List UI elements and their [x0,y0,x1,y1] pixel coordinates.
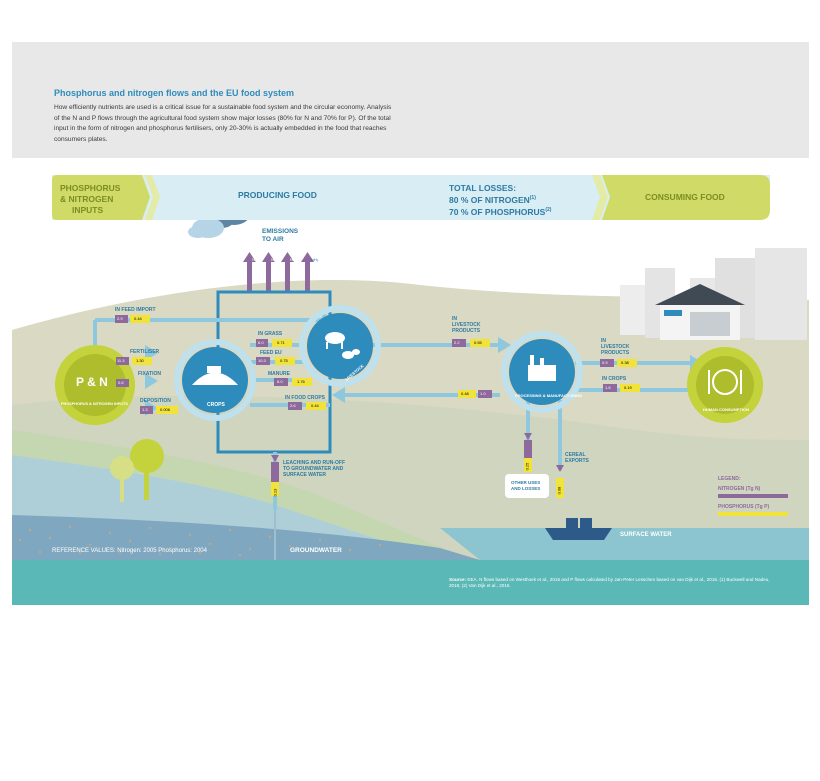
feed-eu-n: 10.3 [258,358,266,363]
inputs-line1: PHOSPHORUS [60,183,121,193]
other-uses-label: OTHER USES AND LOSSES [511,480,541,491]
processing-label: PROCESSING & MANUFACTURING [515,393,583,398]
plate-icon [708,369,742,395]
livestock-node [307,313,373,379]
emissions-line1: EMISSIONS [262,228,299,235]
page-title: Phosphorus and nitrogen flows and the EU… [54,88,295,98]
source-label: Source: [449,577,467,582]
emissions-line2: TO AIR [262,236,284,243]
feed-import-p: 0.44 [134,316,142,321]
trees-icon [110,439,164,502]
city-icon [620,248,807,340]
groundwater-dots [18,525,382,557]
inputs-chevron [52,175,150,220]
cereal-exports-label: CEREAL EXPORTS [565,452,589,464]
human-label: HUMAN CONSUMPTION [703,407,749,412]
deposition-label: DEPOSITION [140,398,171,404]
other-uses-box [505,474,549,498]
manure-p: 1.76 [297,379,305,384]
intro-paragraph: How efficiently nutrients are used is a … [54,104,392,143]
feed-import-label: IN FEED IMPORT [115,307,156,313]
food-crops-label: IN FOOD CROPS [285,395,326,401]
grass-n: 6.0 [258,340,264,345]
legend-nitrogen: NITROGEN (Tg N) [718,486,761,492]
losses-title: TOTAL LOSSES: [449,183,517,193]
human-livestock-label: IN LIVESTOCK PRODUCTS [601,338,630,356]
human-livestock-p: 0.38 [621,360,629,365]
gas-nox: NOₓ [290,257,298,262]
footer-bar [12,560,809,605]
cow-icon [325,332,360,359]
leaching-label: LEACHING AND RUN-OFF TO GROUNDWATER AND … [283,460,346,478]
livestock-products-label: IN LIVESTOCK PRODUCTS [452,316,481,334]
fertiliser-p: 1.30 [136,358,144,363]
consuming-label: CONSUMING FOOD [645,192,725,202]
human-crops-label: IN CROPS [602,376,627,382]
pn-ring-label: PHOSPHORUS & NITROGEN INPUTS [61,402,128,406]
grass-label: IN GRASS [258,331,283,337]
groundwater-area [12,515,480,560]
gas-n2: N₂ [252,257,257,262]
leaching-p: 0.13 [272,488,278,497]
food-crops-n: 2.6 [290,403,296,408]
crops-label: CROPS [207,402,225,408]
header-panel [12,42,809,158]
feed-eu-p: 0.75 [280,358,288,363]
surface-water-label: SURFACE WATER [620,532,672,538]
fixation-n: 0.6 [118,380,124,385]
producing-label: PRODUCING FOOD [238,190,317,200]
losses-phosphorus: 70 % OF PHOSPHORUS [449,206,546,217]
fixation-label: FIXATION [138,371,161,377]
legend-phosphorus: PHOSPHORUS (Tg P) [718,504,770,510]
deposition-p: 0.006 [160,407,171,412]
factory-icon [528,355,556,381]
other-uses-p: 0.25 [524,462,530,471]
process-band [52,175,770,220]
surface-water [440,528,809,560]
ship-icon [545,518,612,540]
source-text: EEA. N flows based on Westhoek et al., 2… [449,577,770,588]
cereal-exports-p: 0.08 [556,486,562,495]
losses-nitrogen: 80 % OF NITROGEN [449,194,530,205]
diagram [12,175,809,605]
manure-label: MANURE [268,371,290,377]
legend-title: LEGEND: [718,476,741,482]
inputs-line3: INPUTS [72,205,104,215]
human-crops-n: 1.8 [605,385,611,390]
manure-n: 8.0 [277,379,283,384]
gas-nh3: NH₃ [311,257,319,262]
value-tags [115,315,640,498]
pn-label: P & N [76,375,108,389]
losses-nitrogen-ref: (1) [529,195,536,201]
groundwater-label: GROUNDWATER [290,547,342,554]
grass-p: 0.71 [277,340,285,345]
livestock-products-n: 2.2 [454,340,460,345]
livestock-products-p: 0.55 [474,340,482,345]
fertiliser-label: FERTILISER [130,349,160,355]
human-crops-p: 0.19 [624,385,632,390]
emissions-label: EMISSIONS TO AIR [262,228,298,244]
losses-phosphorus-ref: (2) [545,206,552,213]
return-p: 0.48 [461,391,469,396]
feed-import-n: 2.9 [117,316,123,321]
gas-n2o: N₂O [271,257,279,262]
inputs-line2: & NITROGEN [60,194,114,204]
deposition-n: 1.3 [142,407,148,412]
reference-values: REFERENCE VALUES: Nitrogen: 2005 Phospho… [52,548,207,554]
return-n: 1.0 [480,391,486,396]
human-livestock-n: 0.9 [602,360,608,365]
inputs-label: PHOSPHORUS & NITROGEN INPUTS [60,183,120,216]
fertiliser-n: 11.3 [117,358,125,363]
source-note: Source: EEA. N flows based on Westhoek e… [449,577,779,589]
legend-nitrogen-swatch [718,494,788,498]
legend-phosphorus-swatch [718,512,788,516]
total-losses: TOTAL LOSSES: 80 % OF NITROGEN(1) 70 % O… [449,183,551,217]
food-crops-p: 0.44 [311,403,319,408]
consuming-chevron [602,175,770,220]
feed-eu-label: FEED EU [260,350,282,356]
tractor-icon [192,366,238,385]
